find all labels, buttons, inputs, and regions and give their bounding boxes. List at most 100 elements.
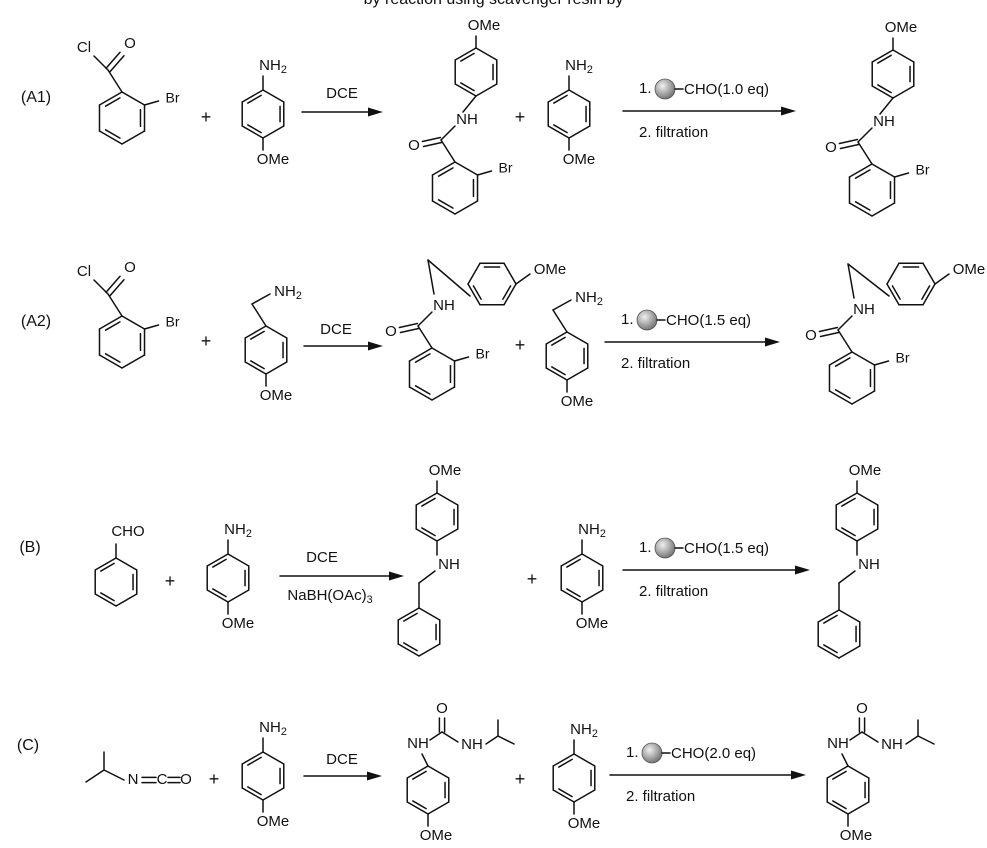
arrow-head: [791, 770, 806, 780]
phenyl-ring: [397, 607, 441, 657]
ring-double-bond: [250, 360, 265, 370]
methoxyphenyl-ring: [454, 47, 498, 97]
methoxy-label: OMe: [260, 387, 293, 404]
ring-bond: [454, 161, 479, 176]
oxygen-label: O: [856, 700, 868, 717]
plus-sign: +: [201, 331, 212, 351]
ring-bond: [848, 163, 873, 178]
bond: [515, 273, 531, 285]
ring-double-bond: [558, 758, 573, 768]
ring-bond: [241, 751, 264, 765]
amine-nh-label: NH: [433, 297, 455, 314]
bond: [85, 769, 105, 783]
condition-reductant: NaBH(OAc)3: [287, 587, 372, 606]
ring-double-bond: [414, 385, 431, 395]
oxygen-label: O: [825, 139, 837, 156]
ring-double-bond: [854, 169, 871, 179]
bond: [837, 329, 853, 353]
methoxybenzyl-ring: [244, 325, 288, 375]
ring-double-bond: [834, 357, 851, 367]
amine-nh-label: NH: [853, 301, 875, 318]
ring-bond: [475, 47, 498, 61]
bond: [440, 139, 456, 163]
bond: [93, 279, 109, 295]
ring-bond: [547, 89, 570, 103]
ring-bond: [431, 161, 456, 176]
ring-bond: [817, 645, 840, 659]
bromine-label: Br: [916, 162, 930, 178]
amine-nh-label: NH: [873, 113, 895, 130]
bond: [417, 311, 433, 327]
chlorine-label: Cl: [77, 263, 91, 280]
ring-double-bond: [414, 353, 431, 363]
oxygen-label: O: [436, 700, 448, 717]
carbonyl-bond: [819, 331, 840, 338]
ring-bond: [835, 492, 858, 506]
ring-bond: [265, 361, 288, 375]
ring-double-bond: [247, 124, 262, 134]
bond: [107, 69, 123, 93]
ring-bond: [838, 645, 861, 659]
bond: [879, 97, 894, 115]
ring-bond: [265, 325, 288, 339]
bromophenyl-ring: [848, 163, 896, 217]
urea-nh-label: NH: [407, 735, 429, 752]
bond: [143, 100, 160, 106]
anisidine-ring: [552, 753, 596, 803]
ring-bond: [98, 354, 123, 369]
bromophenyl-ring: [828, 351, 876, 405]
ring-double-bond: [412, 800, 427, 810]
ring-double-bond: [841, 527, 856, 537]
workup-arrow: [622, 565, 810, 575]
ring-double-bond: [460, 52, 475, 62]
amino-label: NH2: [259, 57, 287, 76]
ring-double-bond: [502, 285, 512, 300]
ring-bond: [817, 609, 840, 623]
methoxyphenyl-ring: [871, 49, 915, 99]
condition-solvent: DCE: [306, 549, 338, 566]
amine-nh-label: NH: [438, 556, 460, 573]
plus-sign: +: [201, 107, 212, 127]
amino-label: NH2: [570, 721, 598, 740]
ring-double-bond: [553, 94, 568, 104]
ring-bond: [94, 557, 117, 571]
ring-bond: [871, 202, 896, 217]
bond: [462, 95, 477, 113]
ring-bond: [427, 801, 450, 815]
bond: [417, 325, 433, 349]
arrow-head: [765, 337, 780, 347]
ring-double-bond: [877, 84, 892, 94]
ring-double-bond: [212, 588, 227, 598]
ring-bond: [415, 492, 438, 506]
ring-double-bond: [104, 353, 121, 363]
ring-bond: [826, 765, 849, 779]
plus-sign: +: [527, 569, 538, 589]
bond: [497, 735, 515, 745]
bromophenyl-ring: [431, 161, 479, 215]
workup-step-2-label: 2. filtration: [621, 355, 690, 372]
workup-step-2-label: 2. filtration: [639, 583, 708, 600]
plus-sign: +: [515, 769, 526, 789]
ring-bond: [415, 528, 438, 542]
methoxy-label: OMe: [257, 813, 290, 830]
ring-bond: [922, 262, 936, 285]
methoxyphenyl-ring: [835, 492, 879, 542]
ring-double-bond: [104, 97, 121, 107]
methoxy-label: OMe: [429, 462, 462, 479]
ring-bond: [262, 787, 285, 801]
ring-bond: [892, 85, 915, 99]
bond: [837, 315, 853, 331]
row-label-b: (B): [19, 539, 40, 556]
ring-double-bond: [437, 167, 454, 177]
ring-double-bond: [421, 527, 436, 537]
methoxy-label: OMe: [420, 827, 453, 844]
workup-step-1-number: 1.: [626, 744, 639, 761]
ring-bond: [566, 331, 589, 345]
ring-bond: [408, 386, 433, 401]
ring-bond: [545, 331, 568, 345]
bond: [476, 170, 493, 176]
row-label-c: (C): [17, 737, 39, 754]
plus-sign: +: [165, 571, 176, 591]
ring-bond: [206, 589, 229, 603]
ring-double-bond: [551, 366, 566, 376]
